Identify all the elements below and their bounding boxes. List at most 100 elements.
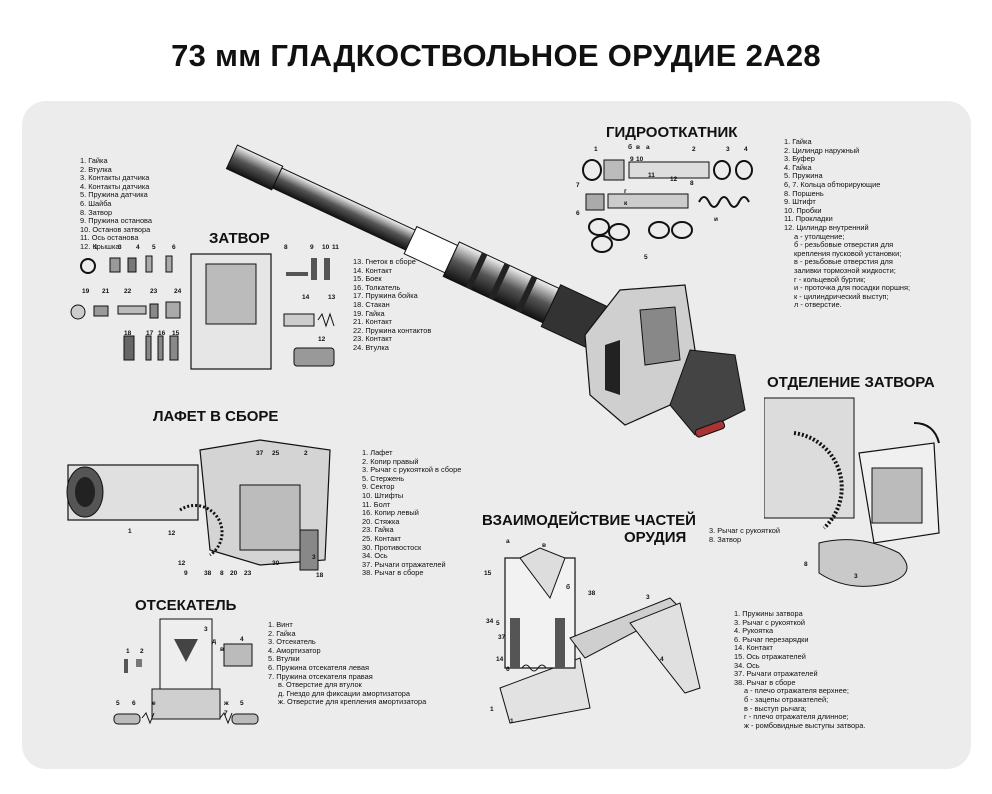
gidrootkatnik-title: ГИДРООТКАТНИК <box>606 124 738 141</box>
vzaimodeystvie-callout: 15 <box>484 570 492 577</box>
lafet-illustration <box>60 430 360 580</box>
gidrootkatnik-parts <box>574 142 774 262</box>
gidrootkatnik-legend-subitem: б - резьбовые отверстия для <box>794 240 894 250</box>
gidrootkatnik-legend-item: 8. Поршень <box>784 188 824 198</box>
vzaimodeystvie-illustration <box>470 538 710 728</box>
otdelenie-legend-item: 8. Затвор <box>709 534 742 544</box>
vzaimodeystvie-legend-subitem: в - выступ рычага; <box>744 703 807 713</box>
lafet-legend-item: 1. Лафет <box>362 448 393 457</box>
otsekatel-illustration <box>112 614 262 734</box>
gidrootkatnik-callout: 12 <box>670 176 678 183</box>
zatvor-legend-item: 1. Гайка <box>80 156 108 165</box>
gidrootkatnik-callout: 3 <box>726 146 730 153</box>
gidrootkatnik-callout: 11 <box>648 172 655 179</box>
gidrootkatnik-legend-item: 6, 7. Кольца обтюрирующие <box>784 179 881 189</box>
main-title: 73 мм ГЛАДКОСТВОЛЬНОЕ ОРУДИЕ 2А28 <box>171 38 821 73</box>
zatvor-legend-item: 16. Толкатель <box>353 282 401 292</box>
vzaimodeystvie-legend-subitem: ж - ромбовидные выступы затвора. <box>744 720 866 730</box>
lafet-legend-item: 10. Штифты <box>362 490 404 500</box>
lafet-callout: 38 <box>204 570 212 577</box>
vzaimodeystvie-callout: 6 <box>506 666 510 673</box>
vzaimodeystvie-legend-item: 6. Рычаг перезарядки <box>734 634 809 644</box>
lafet-legend-item: 34. Ось <box>362 551 388 561</box>
zatvor-legend-item: 24. Втулка <box>353 342 389 352</box>
zatvor-legend-item: 14. Контакт <box>353 265 392 275</box>
lafet-callout: 12 <box>178 560 186 567</box>
otdelenie-title: ОТДЕЛЕНИЕ ЗАТВОРА <box>767 374 935 391</box>
zatvor-legend-item: 2. Втулка <box>80 164 112 174</box>
vzaimodeystvie-title-2: ОРУДИЯ <box>624 529 687 546</box>
lafet-legend-item: 25. Контакт <box>362 533 401 543</box>
zatvor-callout: 23 <box>150 288 158 295</box>
zatvor-legend-item: 10. Останов затвора <box>80 224 151 234</box>
vzaimodeystvie-legend-item: 14. Контакт <box>734 643 773 653</box>
zatvor-legend-item: 8. Затвор <box>80 207 113 217</box>
zatvor-callout: 19 <box>82 288 90 295</box>
vzaimodeystvie-callout: 4 <box>660 656 664 663</box>
gidrootkatnik-callout: 9 <box>630 156 634 163</box>
gidrootkatnik-legend-item: 4. Гайка <box>784 162 812 172</box>
zatvor-legend-item: 9. Пружина останова <box>80 216 153 226</box>
gidrootkatnik-callout: в <box>636 144 640 151</box>
zatvor-callout: 15 <box>172 330 180 337</box>
otsekatel-legend-item: 6. Пружина отсекателя левая <box>268 662 369 672</box>
zatvor-legend-item: 18. Стакан <box>353 299 390 309</box>
zatvor-callout: 17 <box>146 330 154 337</box>
zatvor-callout: 13 <box>328 294 336 301</box>
gidrootkatnik-legend-subitem: г - кольцевой буртик; <box>794 274 866 284</box>
gidrootkatnik-legend-subitem: в - резьбовые отверстия для <box>794 257 893 267</box>
otsekatel-legend-item: 7. Пружина отсекателя правая <box>268 671 373 681</box>
zatvor-legend-item: 13. Гнеток в сборе <box>353 257 416 266</box>
lafet-callout: 18 <box>316 572 324 579</box>
otsekatel-callout: в <box>220 646 224 653</box>
gidrootkatnik-legend-item: 3. Буфер <box>784 154 815 164</box>
lafet-callout: 30 <box>272 560 280 567</box>
otsekatel-callout: д <box>212 638 217 645</box>
otsekatel-callout: 1 <box>126 648 130 655</box>
zatvor-legend-item: 21. Контакт <box>353 317 392 327</box>
zatvor-legend-item: 11. Ось останова <box>80 233 139 243</box>
vzaimodeystvie-callout: 14 <box>496 656 504 663</box>
gidrootkatnik-legend-item: 5. Пружина <box>784 171 823 181</box>
gun-illustration <box>225 135 755 455</box>
vzaimodeystvie-callout: 34 <box>486 618 494 625</box>
gidrootkatnik-legend-subitem: заливки тормозной жидкости; <box>794 265 896 275</box>
zatvor-callout: 18 <box>124 330 132 337</box>
gidrootkatnik-callout: г <box>624 188 627 195</box>
zatvor-callout: 12 <box>318 336 326 343</box>
vzaimodeystvie-callout: 38 <box>588 590 596 597</box>
zatvor-legend-item: 5. Пружина датчика <box>80 190 148 200</box>
gidrootkatnik-legend-subitem: а - утолщение; <box>794 231 845 241</box>
lafet-callout: 12 <box>168 530 176 537</box>
vzaimodeystvie-callout: 37 <box>498 634 506 641</box>
lafet-title: ЛАФЕТ В СБОРЕ <box>153 408 279 425</box>
gidrootkatnik-legend-subitem: к - цилиндрический выступ; <box>794 291 889 301</box>
gidrootkatnik-callout: 6 <box>576 210 580 217</box>
gidrootkatnik-callout: 7 <box>576 182 580 189</box>
gidrootkatnik-legend-subitem: л - отверстие. <box>794 300 842 310</box>
vzaimodeystvie-callout: 3 <box>646 594 650 601</box>
otdelenie-callout: 8 <box>804 561 808 568</box>
lafet-legend-item: 38. Рычаг в сборе <box>362 568 424 578</box>
lafet-legend-item: 5. Стержень <box>362 473 405 483</box>
lafet-legend-item: 20. Стяжка <box>362 516 400 526</box>
zatvor-callout: 11 <box>332 244 339 251</box>
vzaimodeystvie-callout: 5 <box>496 620 500 627</box>
zatvor-legend-item: 17. Пружина бойка <box>353 291 418 301</box>
gidrootkatnik-legend-item: 12. Цилиндр внутренний <box>784 222 869 232</box>
zatvor-callout: 22 <box>124 288 132 295</box>
gidrootkatnik-legend-item: 2. Цилиндр наружный <box>784 145 860 155</box>
gidrootkatnik-callout: 4 <box>744 146 748 153</box>
zatvor-callout: 5 <box>152 244 156 251</box>
lafet-callout: 23 <box>244 570 252 577</box>
zatvor-callout: 1 <box>94 244 98 251</box>
otsekatel-callout: 2 <box>140 648 144 655</box>
zatvor-callout: 14 <box>302 294 310 301</box>
otsekatel-callout: 7 <box>224 710 228 717</box>
vzaimodeystvie-legend-subitem: б - зацепы отражателей; <box>744 694 829 704</box>
vzaimodeystvie-legend-item: 34. Ось <box>734 660 760 670</box>
